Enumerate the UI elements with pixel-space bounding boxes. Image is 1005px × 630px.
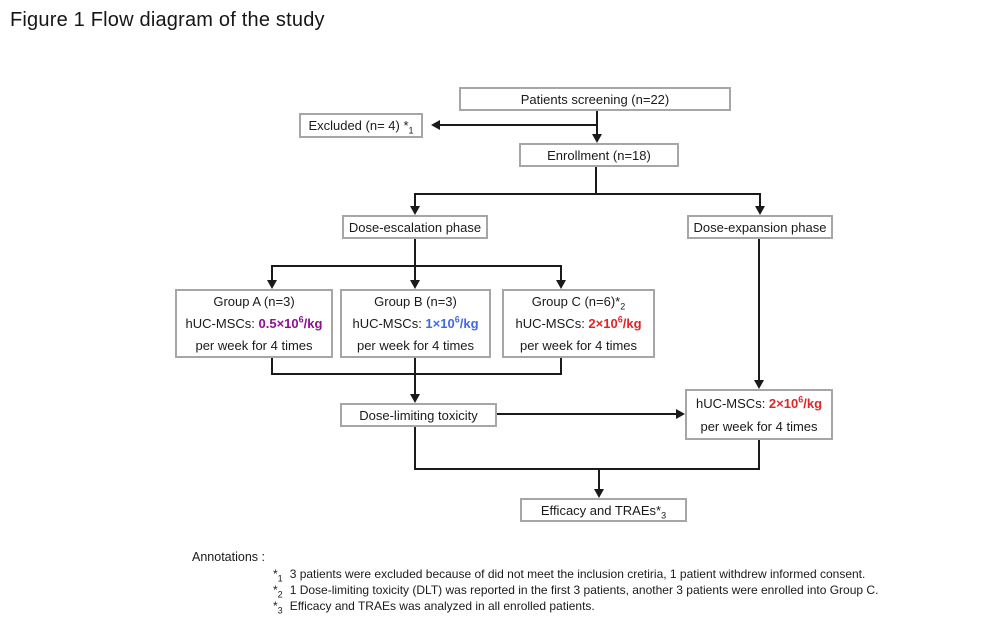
flow-line — [758, 239, 760, 381]
group-a-dose: hUC-MSCs: 0.5×106/kg — [185, 314, 323, 331]
flow-line — [758, 440, 760, 470]
node-group-a: Group A (n=3) hUC-MSCs: 0.5×106/kg per w… — [175, 289, 333, 358]
annotation-text: Efficacy and TRAEs was analyzed in all e… — [289, 599, 595, 613]
patients-screening-label: Patients screening (n=22) — [520, 91, 670, 107]
excluded-label: Excluded (n= 4) *1 — [308, 118, 414, 136]
flow-line — [414, 358, 416, 396]
flow-line — [414, 239, 416, 267]
annotation-text: 1 Dose-limiting toxicity (DLT) was repor… — [289, 583, 879, 597]
annotation-ref: *3 — [273, 599, 283, 616]
annotation-item: *1 3 patients were excluded because of di… — [273, 567, 866, 584]
flow-line — [414, 265, 416, 281]
group-b-title: Group B (n=3) — [374, 293, 457, 309]
annotation-item: *3 Efficacy and TRAEs was analyzed in all… — [273, 599, 595, 616]
enrollment-label: Enrollment (n=18) — [547, 147, 651, 163]
flow-line — [560, 265, 562, 281]
dose-limiting-toxicity-label: Dose-limiting toxicity — [359, 407, 478, 423]
node-dose-escalation-phase: Dose-escalation phase — [342, 215, 488, 239]
flow-line — [414, 427, 416, 470]
flow-line — [271, 265, 562, 267]
arrowhead-down-icon — [594, 489, 604, 498]
node-efficacy-traes: Efficacy and TRAEs*3 — [520, 498, 687, 522]
arrowhead-down-icon — [267, 280, 277, 289]
flow-line — [595, 167, 597, 195]
group-c-dose: hUC-MSCs: 2×106/kg — [515, 314, 642, 331]
arrowhead-down-icon — [410, 394, 420, 403]
annotation-text: 3 patients were excluded because of did … — [289, 567, 866, 581]
arrowhead-down-icon — [755, 206, 765, 215]
group-c-schedule: per week for 4 times — [519, 337, 638, 353]
group-a-title: Group A (n=3) — [213, 293, 295, 309]
annotation-ref: *2 — [273, 583, 283, 600]
arrowhead-left-icon — [431, 120, 440, 130]
dose-expansion-phase-label: Dose-expansion phase — [693, 219, 827, 235]
flow-line — [271, 358, 273, 375]
arrowhead-down-icon — [592, 134, 602, 143]
group-b-dose: hUC-MSCs: 1×106/kg — [352, 314, 479, 331]
flow-line — [596, 111, 598, 136]
flow-line — [440, 124, 598, 126]
flow-line — [759, 193, 761, 208]
annotation-ref: *1 — [273, 567, 283, 584]
annotations-heading: Annotations : — [192, 550, 265, 564]
flow-line — [414, 468, 760, 470]
group-b-schedule: per week for 4 times — [356, 337, 475, 353]
group-c-title: Group C (n=6)*2 — [531, 293, 626, 312]
node-group-c: Group C (n=6)*2 hUC-MSCs: 2×106/kg per w… — [502, 289, 655, 358]
expansion-dose-schedule: per week for 4 times — [700, 418, 818, 434]
node-group-b: Group B (n=3) hUC-MSCs: 1×106/kg per wee… — [340, 289, 491, 358]
flow-line — [497, 413, 677, 415]
node-patients-screening: Patients screening (n=22) — [459, 87, 731, 111]
flow-line — [414, 193, 416, 208]
arrowhead-down-icon — [556, 280, 566, 289]
node-dose-limiting-toxicity: Dose-limiting toxicity — [340, 403, 497, 427]
flow-line — [271, 265, 273, 281]
group-a-schedule: per week for 4 times — [195, 337, 313, 353]
node-dose-expansion-phase: Dose-expansion phase — [687, 215, 833, 239]
arrowhead-down-icon — [410, 206, 420, 215]
arrowhead-down-icon — [754, 380, 764, 389]
node-expansion-dose: hUC-MSCs: 2×106/kg per week for 4 times — [685, 389, 833, 440]
node-enrollment: Enrollment (n=18) — [519, 143, 679, 167]
annotation-item: *2 1 Dose-limiting toxicity (DLT) was rep… — [273, 583, 879, 600]
figure-title: Figure 1 Flow diagram of the study — [10, 9, 325, 31]
arrowhead-down-icon — [410, 280, 420, 289]
flow-line — [560, 358, 562, 375]
dose-escalation-phase-label: Dose-escalation phase — [348, 219, 482, 235]
efficacy-traes-label: Efficacy and TRAEs*3 — [540, 502, 667, 521]
flow-line — [271, 373, 562, 375]
node-excluded: Excluded (n= 4) *1 — [299, 113, 423, 138]
expansion-dose-value: hUC-MSCs: 2×106/kg — [695, 394, 823, 411]
arrowhead-right-icon — [676, 409, 685, 419]
flow-line — [598, 468, 600, 490]
flow-line — [414, 193, 761, 195]
